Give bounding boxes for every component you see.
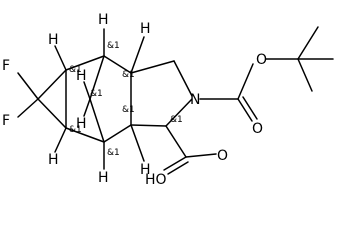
stereo-label: &1 xyxy=(69,125,82,135)
bond xyxy=(130,36,145,74)
bond xyxy=(83,81,91,100)
bond xyxy=(237,98,253,122)
bond xyxy=(17,98,39,118)
bond xyxy=(130,124,145,162)
atom-label-h: H xyxy=(98,12,109,28)
bond xyxy=(297,26,319,60)
atom-label-h: H xyxy=(76,68,87,84)
atom-label-h: H xyxy=(98,170,109,186)
bond xyxy=(185,153,217,158)
bond xyxy=(165,125,187,158)
bond xyxy=(237,63,254,100)
stereo-label: &1 xyxy=(122,70,135,80)
bond xyxy=(89,98,105,143)
bond xyxy=(65,127,105,143)
atom-label-h: H xyxy=(48,32,59,48)
bond xyxy=(103,55,132,74)
bond xyxy=(89,55,105,100)
atom-label-o: O xyxy=(252,121,263,137)
atom-label-f: F xyxy=(2,58,10,74)
stereo-label: &1 xyxy=(90,89,103,99)
bond xyxy=(54,127,67,153)
atom-label-h: H xyxy=(48,152,59,168)
atom-label-h: H xyxy=(140,21,151,37)
atom-label-o: O xyxy=(256,52,267,68)
bond xyxy=(242,96,258,120)
bond xyxy=(130,124,167,127)
atom-label-h: H xyxy=(140,162,151,178)
stereo-label: &1 xyxy=(170,115,183,125)
bond xyxy=(173,60,193,97)
bond xyxy=(54,45,67,71)
stereo-label: &1 xyxy=(122,105,135,115)
atom-label-f: F xyxy=(2,113,10,129)
atom-label-o: O xyxy=(217,148,228,164)
bond xyxy=(37,69,67,100)
atom-label-oh: HO xyxy=(145,172,167,188)
bond xyxy=(37,98,67,129)
bond xyxy=(83,98,91,117)
bond xyxy=(103,124,132,143)
molecule-drawing: F F H H H H H H H H N O O O HO &1 &1 &1 … xyxy=(2,12,334,188)
bond xyxy=(65,55,105,71)
atom-label-n: N xyxy=(190,92,200,108)
stereo-label: &1 xyxy=(107,148,120,158)
bond xyxy=(167,161,189,175)
bond xyxy=(130,60,175,74)
bond xyxy=(297,58,313,92)
stereo-label: &1 xyxy=(69,65,82,75)
bond xyxy=(165,98,193,127)
bond xyxy=(17,72,39,100)
stereo-label: &1 xyxy=(107,41,120,51)
bond xyxy=(163,156,187,171)
atom-label-h: H xyxy=(76,116,87,132)
structure-canvas: F F H H H H H H H H N O O O HO &1 &1 &1 … xyxy=(2,12,334,188)
